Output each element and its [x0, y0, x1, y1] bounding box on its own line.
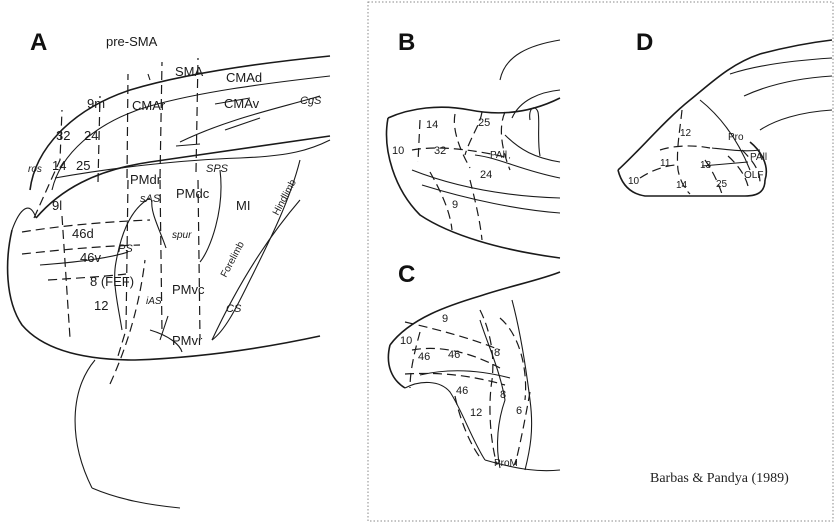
- panel-b-outline: [387, 40, 560, 258]
- label-d-11: 11: [660, 158, 671, 169]
- label-d-pro: Pro: [728, 132, 744, 143]
- panel-d: D 12 Pro 11 13 PAll 10 14 25: [618, 29, 832, 196]
- label-c-46-b: 46: [448, 349, 460, 361]
- label-pmvc: PMvc: [172, 282, 205, 297]
- label-9l: 9l: [52, 198, 62, 213]
- label-d-olf: OLF: [744, 170, 763, 181]
- label-ps: PS: [118, 243, 133, 255]
- label-b-25: 25: [478, 117, 490, 129]
- label-b-10: 10: [392, 145, 404, 157]
- panel-c: C 9 10 46 46 8 46 8 12: [388, 261, 560, 471]
- label-sas: sAS: [140, 193, 161, 205]
- panel-d-letter: D: [636, 29, 653, 56]
- label-cgs: CgS: [300, 95, 322, 107]
- label-8-fef: 8 (FEF): [90, 274, 134, 289]
- label-b-paii: PAll: [490, 150, 507, 161]
- label-pre-sma: pre-SMA: [106, 34, 158, 49]
- label-cs: CS: [226, 303, 242, 315]
- label-24: 24: [84, 128, 98, 143]
- label-b-14: 14: [426, 119, 438, 131]
- label-c-9: 9: [442, 313, 448, 325]
- label-sps: SPS: [206, 163, 229, 175]
- panel-b-letter: B: [398, 29, 415, 56]
- panel-frame: [368, 2, 833, 521]
- label-c-prom: ProM: [494, 458, 518, 469]
- label-b-24: 24: [480, 169, 492, 181]
- label-25: 25: [76, 158, 90, 173]
- label-46d: 46d: [72, 226, 94, 241]
- panel-c-outline: [388, 272, 560, 471]
- label-sma: SMA: [175, 64, 204, 79]
- label-b-32: 32: [434, 145, 446, 157]
- label-hindlimb: Hindlimb: [271, 178, 299, 218]
- label-d-12: 12: [680, 128, 692, 139]
- panel-a-letter: A: [30, 29, 47, 56]
- label-b-9: 9: [452, 199, 458, 211]
- label-d-13: 13: [700, 160, 712, 171]
- label-c-46-a: 46: [418, 351, 430, 363]
- label-c-46-c: 46: [456, 385, 468, 397]
- label-pmdc: PMdc: [176, 186, 210, 201]
- panel-b: B 14 25 10 32 PAll 24 9: [387, 29, 560, 258]
- label-spur: spur: [172, 230, 192, 241]
- figure-credit: Barbas & Pandya (1989): [650, 471, 789, 486]
- label-ros: ros: [28, 164, 42, 175]
- label-14: 14: [52, 158, 66, 173]
- label-pmvr: PMvr: [172, 333, 203, 348]
- label-d-paii: PAll: [750, 152, 767, 163]
- label-cmav: CMAv: [224, 96, 260, 111]
- label-c-8-a: 8: [494, 347, 500, 359]
- label-cmad: CMAd: [226, 70, 262, 85]
- label-forelimb: Forelimb: [219, 240, 247, 280]
- label-ias: iAS: [146, 296, 162, 307]
- label-12: 12: [94, 298, 108, 313]
- label-c-12: 12: [470, 407, 482, 419]
- label-cmar: CMAr: [132, 98, 166, 113]
- label-mi: MI: [236, 198, 250, 213]
- panel-c-letter: C: [398, 261, 415, 288]
- panel-b-labels: 14 25 10 32 PAll 24 9: [392, 117, 507, 211]
- label-d-14: 14: [676, 180, 688, 191]
- panel-a: A: [8, 29, 330, 508]
- label-d-25: 25: [716, 179, 728, 190]
- label-46v: 46v: [80, 250, 101, 265]
- label-d-10: 10: [628, 176, 640, 187]
- label-9m: 9m: [87, 96, 105, 111]
- label-c-6: 6: [516, 405, 522, 417]
- label-c-8-b: 8: [500, 389, 506, 401]
- panel-d-outline: [618, 40, 832, 196]
- label-pmdr: PMdr: [130, 172, 162, 187]
- label-32: 32: [56, 128, 70, 143]
- panel-a-labels: pre-SMA SMA CMAd 9m CMAr CMAv CgS 32 24 …: [28, 34, 322, 348]
- label-c-10: 10: [400, 335, 412, 347]
